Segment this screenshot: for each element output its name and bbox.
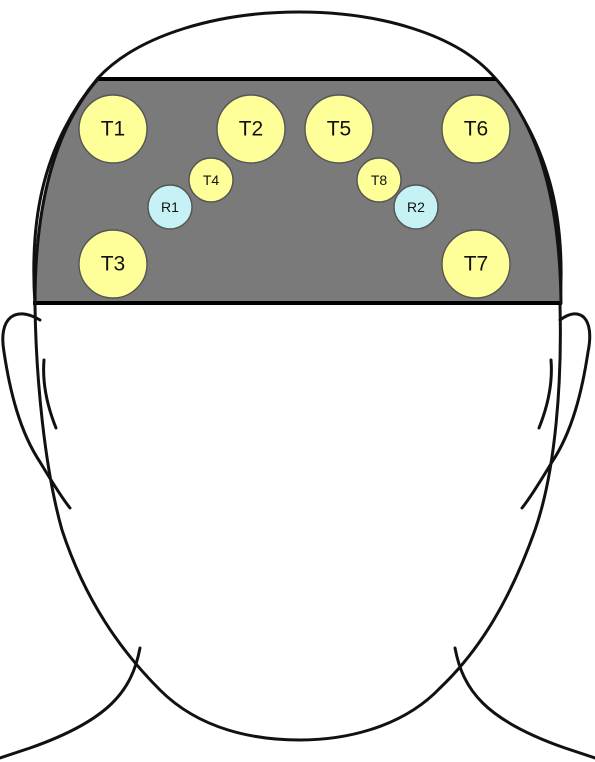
receiver-circle [147, 184, 193, 230]
transmitter-t1: T1 [78, 94, 148, 164]
neck-right [453, 646, 595, 760]
transmitter-label: T8 [371, 172, 388, 188]
transmitter-circle [441, 94, 511, 164]
left-ear-detail [42, 358, 58, 430]
transmitter-circle [216, 94, 286, 164]
transmitter-circle [441, 229, 511, 299]
receiver-circle [393, 184, 439, 230]
transmitter-t4: T4 [188, 157, 234, 203]
transmitter-t6: T6 [441, 94, 511, 164]
right-ear-detail [537, 358, 553, 430]
headband-right-edge [494, 77, 563, 305]
receiver-label: R1 [161, 199, 179, 215]
transmitter-circle [78, 94, 148, 164]
headband-region [35, 79, 561, 303]
transmitter-label: T1 [101, 118, 126, 141]
transmitter-circle [304, 94, 374, 164]
neck-left [0, 646, 142, 760]
receiver-label: R2 [407, 199, 425, 215]
transmitter-t5: T5 [304, 94, 374, 164]
transmitter-label: T3 [101, 253, 126, 276]
face-outline [33, 303, 562, 742]
transmitter-circle [188, 157, 234, 203]
transmitter-label: T5 [327, 118, 352, 141]
transmitter-t2: T2 [216, 94, 286, 164]
headband-left-edge [33, 77, 100, 305]
transmitter-t3: T3 [78, 229, 148, 299]
transmitter-label: T4 [203, 172, 220, 188]
crown-outline [32, 10, 563, 307]
transmitter-label: T2 [239, 118, 264, 141]
transmitter-circle [356, 157, 402, 203]
transmitter-t8: T8 [356, 157, 402, 203]
transmitter-t7: T7 [441, 229, 511, 299]
receiver-r2: R2 [393, 184, 439, 230]
transmitter-label: T7 [464, 253, 489, 276]
transmitter-label: T6 [464, 118, 489, 141]
receiver-r1: R1 [147, 184, 193, 230]
transmitter-circle [78, 229, 148, 299]
left-ear [1, 312, 72, 510]
